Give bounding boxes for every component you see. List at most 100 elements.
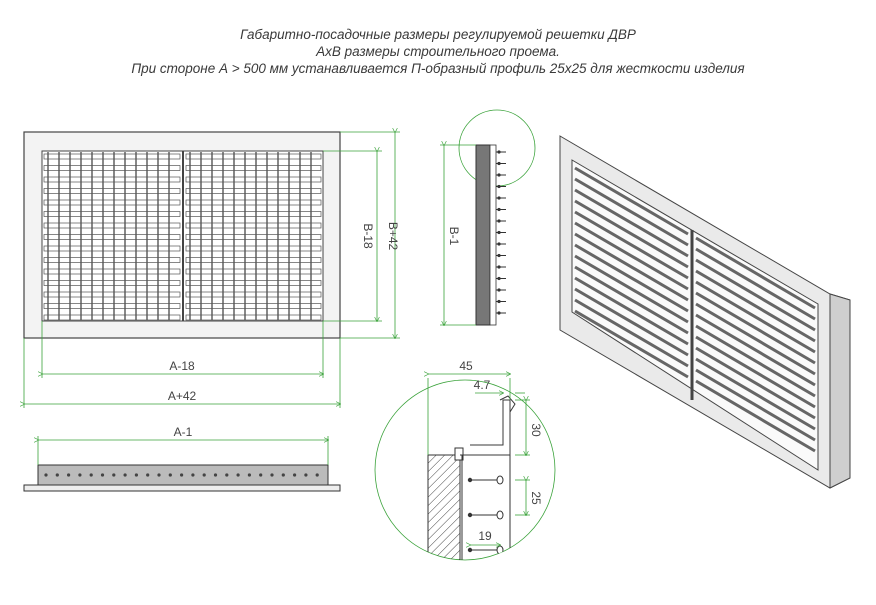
iso-blade-left [574, 188, 689, 258]
horizontal-blade [43, 234, 181, 240]
detail-pin-end [496, 475, 504, 485]
iso-blade-left [574, 232, 689, 302]
title-line-3: При стороне А > 500 мм устанавливается П… [131, 61, 745, 76]
bottom-hole [225, 473, 229, 477]
iso-blade-right [695, 357, 816, 431]
horizontal-blade [185, 291, 322, 298]
dim-45: 45 [459, 359, 473, 373]
wall-section [427, 454, 461, 560]
dim-4-7: 4.7 [474, 378, 491, 392]
isometric-view [559, 135, 851, 489]
iso-blade-left [574, 309, 689, 379]
horizontal-blade [185, 257, 322, 263]
detail-pin-end [496, 545, 504, 555]
bottom-hole [100, 473, 105, 477]
title-line-1: Габаритно-посадочные размеры регулируемо… [240, 27, 636, 42]
iso-blade-right [695, 236, 816, 310]
iso-blade-left [574, 199, 689, 269]
iso-blade-right [695, 291, 816, 365]
horizontal-blade [185, 176, 322, 183]
horizontal-blade [185, 222, 322, 229]
dim-b-1: B-1 [447, 227, 461, 246]
horizontal-blade [43, 222, 181, 229]
iso-blade-right [695, 258, 816, 332]
detail-pin-head [467, 547, 473, 553]
bottom-hole [134, 473, 138, 477]
iso-blade-left [574, 298, 689, 368]
bottom-hole [123, 473, 127, 477]
bottom-view: A-1 [23, 425, 341, 492]
louver-grid [43, 151, 322, 321]
bottom-hole [270, 473, 274, 477]
side-pin [497, 196, 501, 200]
iso-blade-right [695, 313, 816, 387]
bottom-hole [157, 473, 161, 477]
side-blades [496, 150, 506, 315]
horizontal-blade [185, 314, 322, 321]
bottom-hole [236, 473, 240, 477]
horizontal-blade [43, 268, 181, 275]
detail-pins [467, 475, 504, 555]
horizontal-blade [43, 211, 181, 217]
horizontal-blade [185, 199, 322, 206]
side-pin [497, 299, 501, 304]
bottom-hole [202, 473, 206, 477]
horizontal-blade [43, 199, 181, 206]
dim-30: 30 [529, 423, 543, 437]
side-pin [497, 288, 501, 292]
side-pin [497, 276, 501, 281]
iso-blade-left [574, 265, 689, 335]
side-pin [497, 265, 501, 269]
side-pin [497, 150, 501, 154]
bottom-hole [146, 473, 150, 477]
horizontal-blade [185, 211, 322, 217]
horizontal-blade [43, 245, 181, 252]
detail-pin-head [467, 512, 473, 518]
iso-blade-right [695, 247, 816, 321]
iso-blade-left [574, 177, 689, 247]
bottom-hole [293, 473, 297, 477]
dim-a-1: A-1 [174, 425, 193, 439]
iso-blade-right [695, 280, 816, 354]
horizontal-blade [185, 303, 322, 309]
dim-19: 19 [478, 529, 492, 543]
horizontal-blade [185, 268, 322, 275]
iso-blade-left [574, 254, 689, 324]
detail-circle [374, 379, 556, 561]
horizontal-blade [185, 165, 322, 171]
side-pin [497, 253, 501, 258]
detail-pin-end [496, 510, 504, 520]
horizontal-blade [43, 280, 181, 286]
side-view: B-1 [440, 109, 536, 325]
iso-blade-right [695, 324, 816, 398]
bottom-hole [112, 473, 116, 477]
iso-blade-left [574, 276, 689, 346]
side-pin [497, 311, 501, 315]
bottom-hole [55, 473, 59, 477]
iso-blade-left [574, 210, 689, 280]
horizontal-blade [185, 153, 322, 160]
bottom-holes [44, 473, 319, 477]
front-view: A-18 A+42 B-18 B+42 [24, 132, 400, 408]
dim-b-42: B+42 [386, 222, 400, 251]
iso-blade-left [574, 166, 689, 236]
iso-blade-left [574, 243, 689, 313]
side-pin [497, 207, 501, 212]
bottom-hole [191, 473, 195, 477]
dim-b-18: B-18 [361, 223, 375, 249]
bottom-hole [44, 473, 48, 477]
horizontal-blade [43, 257, 181, 263]
bottom-hole [247, 473, 251, 477]
horizontal-blade [43, 314, 181, 321]
horizontal-blade [185, 280, 322, 286]
iso-blade-right [695, 379, 816, 453]
side-pin [497, 161, 501, 166]
dim-a-18: A-18 [169, 359, 195, 373]
bottom-hole [304, 473, 308, 477]
iso-blade-right [695, 302, 816, 376]
dim-a-42: A+42 [168, 389, 197, 403]
horizontal-blade [43, 176, 181, 183]
isometric-blades [574, 166, 816, 453]
side-pin [497, 173, 501, 177]
